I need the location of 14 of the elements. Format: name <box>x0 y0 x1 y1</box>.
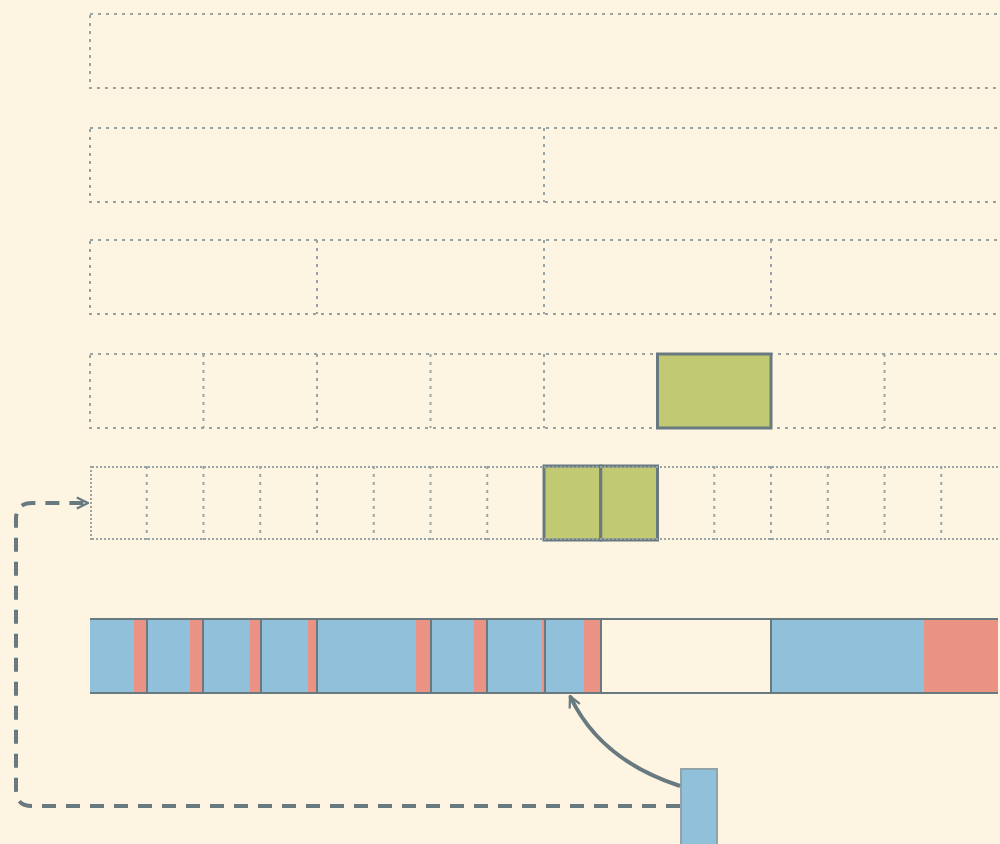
memory-segment <box>259 620 315 692</box>
memory-segment <box>201 620 259 692</box>
memory-bar <box>90 618 998 694</box>
pointer-bar <box>680 768 718 844</box>
memory-segment <box>429 620 485 692</box>
memory-segment <box>485 620 543 692</box>
memory-row <box>90 466 1000 540</box>
arrow <box>568 694 681 788</box>
memory-segment <box>543 620 599 692</box>
memory-segment <box>315 620 429 692</box>
memory-segment <box>769 620 997 692</box>
arrow <box>14 496 680 808</box>
memory-segment <box>145 620 201 692</box>
memory-segment <box>89 620 145 692</box>
